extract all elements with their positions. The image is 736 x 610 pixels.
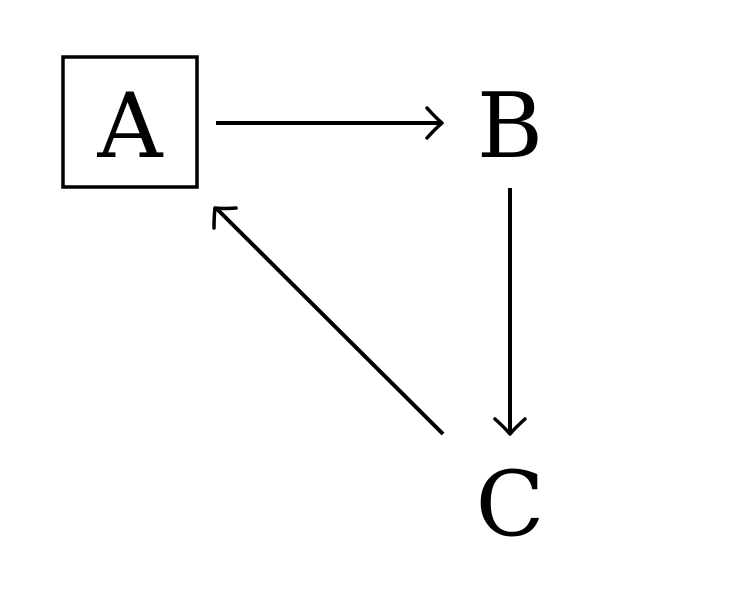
- node-c: C: [476, 452, 545, 557]
- node-a-label: A: [97, 74, 164, 179]
- node-a-box: [61, 55, 199, 189]
- edge-b-to-c: [493, 188, 527, 436]
- edge-c-to-a: [212, 206, 445, 436]
- node-c-label: C: [476, 452, 545, 557]
- edge-b-to-c-arrowhead: [493, 417, 527, 436]
- edge-c-to-a-arrowhead: [212, 206, 238, 230]
- node-a: A: [61, 55, 199, 189]
- edge-a-to-b: [216, 106, 444, 140]
- node-b: B: [477, 74, 543, 179]
- edge-a-to-b-arrowhead: [425, 106, 444, 140]
- edge-c-to-a-line: [214, 206, 445, 436]
- node-b-label: B: [477, 74, 543, 179]
